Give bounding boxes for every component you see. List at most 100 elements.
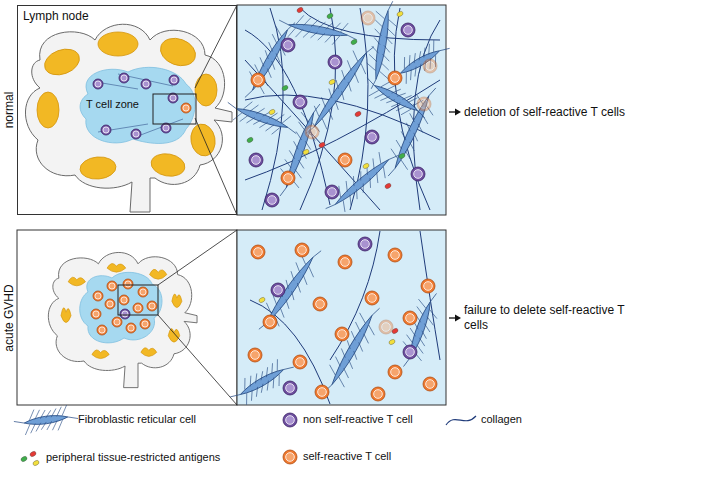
self-reactive-t-cell [365, 291, 379, 305]
cell-nucleus [170, 95, 176, 101]
cell-body [421, 279, 435, 293]
cell-nucleus [374, 390, 383, 399]
cell-nucleus [142, 321, 148, 327]
self-reactive-t-cell [138, 287, 148, 297]
frc-process [351, 351, 360, 360]
frc-process [280, 187, 286, 197]
cell-nucleus [341, 156, 350, 165]
cell-body [293, 95, 307, 109]
b-cell-follicle [61, 308, 71, 323]
cell-nucleus [368, 133, 377, 142]
frc-process [341, 22, 349, 33]
antigen [318, 141, 326, 148]
non-self-reactive-t-cell [169, 75, 179, 85]
cell-nucleus [183, 105, 189, 111]
row-label: normal [2, 92, 17, 129]
frc-process [416, 124, 426, 133]
self-reactive-t-cell [313, 297, 327, 311]
frc-process [303, 141, 313, 149]
frc-process [304, 17, 311, 27]
collagen-swatch [446, 416, 476, 425]
frc-process [342, 181, 352, 192]
frc-process [299, 112, 310, 121]
frc-process [325, 34, 332, 44]
frc-process [415, 307, 426, 316]
cell-nucleus [406, 314, 415, 323]
frc-process [397, 90, 406, 99]
cell-body [271, 283, 285, 297]
cell-body [401, 23, 415, 37]
cell-body [93, 291, 103, 301]
cell-body [283, 381, 297, 395]
region-label: T cell zone [86, 98, 139, 111]
self-reactive-t-cell [315, 385, 329, 399]
frc-process [394, 140, 405, 149]
cell-body [365, 130, 379, 144]
b-cell-follicle [79, 155, 117, 180]
cell-nucleus [318, 388, 327, 397]
frc-process [318, 21, 325, 29]
antigen [268, 108, 276, 115]
cell-body [328, 55, 342, 69]
frc-process [338, 70, 348, 80]
cell-nucleus [298, 246, 307, 255]
row-label: acute GVHD [2, 284, 17, 351]
cell-body [93, 79, 103, 89]
cell-body [305, 125, 319, 139]
frc-process [374, 29, 383, 36]
b-cell-follicle [150, 269, 167, 279]
frc-process [359, 184, 368, 193]
non-self-reactive-t-cell [403, 345, 417, 359]
frc-process [384, 37, 393, 44]
cell-body [388, 248, 402, 262]
frc-process [369, 87, 379, 99]
frc-process [325, 110, 336, 120]
frc-process [274, 374, 284, 386]
cell-nucleus [382, 323, 391, 332]
cell-body [313, 297, 327, 311]
frc-process [311, 106, 323, 117]
self-reactive-t-cell [140, 319, 150, 329]
self-reactive-t-cell [251, 73, 265, 87]
frc-process [57, 420, 64, 431]
frc-process [277, 308, 288, 318]
frc-process [366, 325, 378, 335]
frc-process [332, 357, 343, 367]
frc-process [245, 89, 253, 99]
frc-process [313, 249, 321, 259]
zoom-panel [237, 230, 446, 405]
frc-process [429, 87, 436, 97]
self-reactive-t-cell [119, 295, 129, 305]
frc-process [292, 262, 303, 272]
self-reactive-t-cell [181, 103, 191, 113]
cell-nucleus [286, 384, 295, 393]
frc-process [368, 158, 378, 169]
outcome-label: failure to delete self-reactive T cells [464, 303, 639, 333]
frc-process [272, 125, 281, 136]
non-self-reactive-t-cell [283, 381, 297, 395]
cell-body [112, 317, 122, 327]
cell-nucleus [107, 301, 113, 307]
frc-process [28, 410, 35, 421]
collagen-fiber [250, 300, 330, 404]
frc-process [387, 19, 398, 27]
frc-process [350, 51, 362, 62]
legend-text: collagen [481, 413, 522, 427]
frc-process [292, 141, 301, 149]
frc-process [399, 131, 409, 140]
cell-body [141, 79, 151, 89]
collagen-fiber [300, 8, 440, 40]
cell-body [358, 237, 372, 251]
frc-process [259, 120, 267, 130]
self-reactive-t-cell [293, 355, 307, 369]
fibroblastic-reticular-cell [386, 35, 454, 88]
self-reactive-t-cell [105, 299, 115, 309]
frc-process [344, 340, 353, 349]
frc-process [263, 381, 272, 391]
collagen-fiber [245, 80, 440, 180]
cell-body [107, 281, 117, 291]
non-self-reactive-t-cell [265, 193, 279, 207]
frc-process [266, 42, 276, 51]
frc-process [300, 275, 311, 285]
cell-nucleus [128, 325, 134, 331]
